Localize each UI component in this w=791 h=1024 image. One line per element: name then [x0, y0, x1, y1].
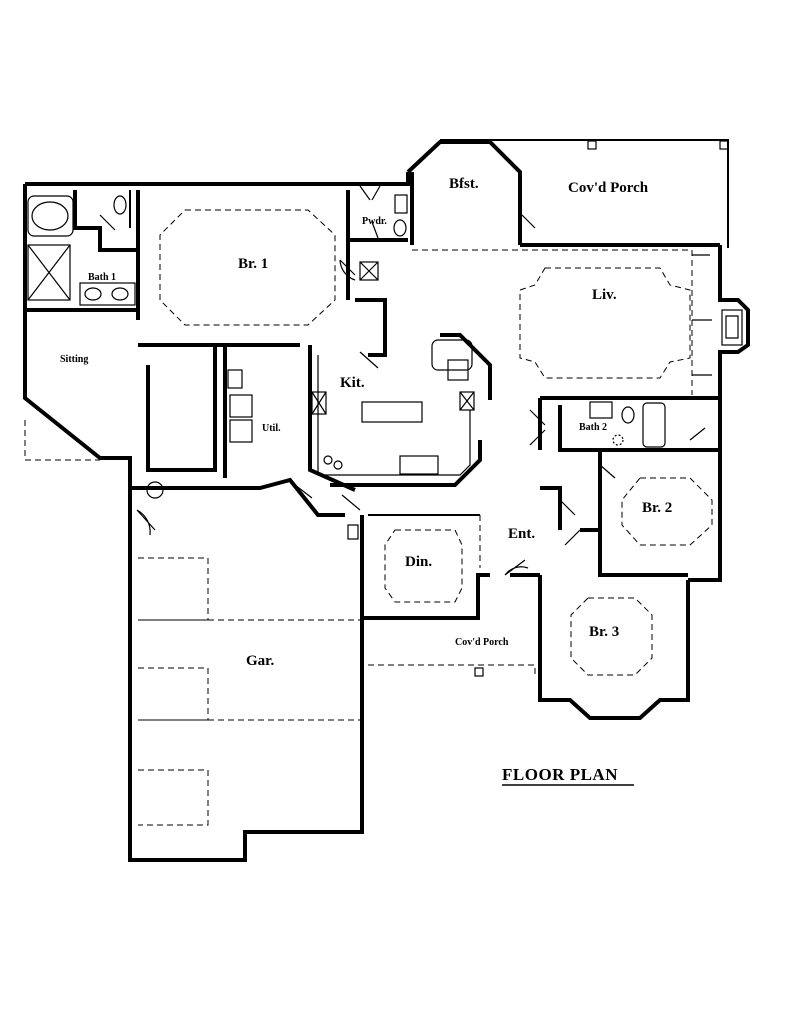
label-br1: Br. 1 — [238, 256, 268, 272]
label-gar: Gar. — [246, 653, 274, 669]
doors — [99, 185, 706, 576]
garage-bay-3 — [138, 667, 209, 721]
pantry-icon — [359, 261, 379, 281]
washer-icon — [229, 394, 253, 418]
fireplace-icon — [721, 309, 743, 346]
label-sitting: Sitting — [60, 354, 88, 365]
door-icon — [521, 214, 536, 229]
br3-ceiling — [570, 597, 653, 676]
door-icon — [339, 259, 356, 281]
label-covd-porch-rear: Cov'd Porch — [568, 180, 649, 196]
porch-front-edge — [368, 664, 536, 678]
vanity-icon — [79, 282, 136, 306]
br1-ceiling — [159, 209, 336, 326]
door-icon — [689, 427, 706, 441]
label-br3: Br. 3 — [589, 624, 619, 640]
exterior-walls — [23, 139, 750, 862]
door-icon — [341, 494, 361, 511]
ceiling-outlines — [24, 209, 713, 826]
porch-post-icon — [347, 524, 359, 540]
bar-icon — [431, 339, 473, 371]
din-ceiling — [384, 529, 463, 603]
interior-walls — [25, 190, 720, 618]
garage-bay-1 — [138, 557, 209, 621]
porch-post-icon — [719, 140, 729, 150]
door-icon — [559, 499, 581, 546]
dryer-icon — [229, 419, 253, 443]
label-ent: Ent. — [508, 526, 535, 542]
plan-title-group: FLOOR PLAN — [502, 765, 634, 786]
label-bath2: Bath 2 — [579, 422, 607, 433]
door-icon — [599, 464, 616, 479]
label-din: Din. — [405, 554, 432, 570]
door-icon — [136, 509, 156, 536]
label-br2: Br. 2 — [642, 500, 672, 516]
label-pwdr: Pwdr. — [362, 216, 387, 227]
door-icon — [359, 351, 379, 369]
garage-bay-5 — [138, 769, 209, 826]
door-icon — [529, 409, 546, 446]
label-bath1: Bath 1 — [88, 272, 116, 283]
shower-icon — [27, 244, 71, 301]
door-icon — [99, 214, 116, 231]
room-labels: Bfst. Cov'd Porch Pwdr. Br. 1 Bath 1 Sit… — [60, 176, 672, 669]
door-icon — [294, 484, 313, 499]
sitting-ceiling — [24, 420, 100, 461]
label-util: Util. — [262, 423, 281, 434]
liv-ceiling — [519, 267, 691, 379]
kitchen-counter — [317, 355, 471, 476]
label-liv: Liv. — [592, 287, 617, 303]
door-icon — [359, 185, 381, 201]
toilet-icon — [113, 195, 127, 215]
powder-toilet-icon — [393, 219, 407, 237]
label-bfst: Bfst. — [449, 176, 479, 192]
plan-title: FLOOR PLAN — [502, 765, 618, 784]
bath2-tub-icon — [642, 402, 666, 448]
door-icon — [371, 221, 379, 239]
fixtures — [27, 140, 743, 677]
label-kit: Kit. — [340, 375, 365, 391]
br2-ceiling — [621, 477, 713, 546]
entry-door-icon — [504, 559, 529, 576]
liv-rear-edge — [412, 249, 693, 395]
porch-post-icon — [587, 140, 597, 150]
porch-post-icon — [474, 667, 484, 677]
label-covd-porch-front: Cov'd Porch — [455, 637, 509, 648]
water-heater-icon — [146, 481, 164, 499]
kitchen-island-icon — [361, 401, 423, 423]
tub-icon — [27, 195, 74, 237]
stove-icon — [323, 455, 333, 465]
